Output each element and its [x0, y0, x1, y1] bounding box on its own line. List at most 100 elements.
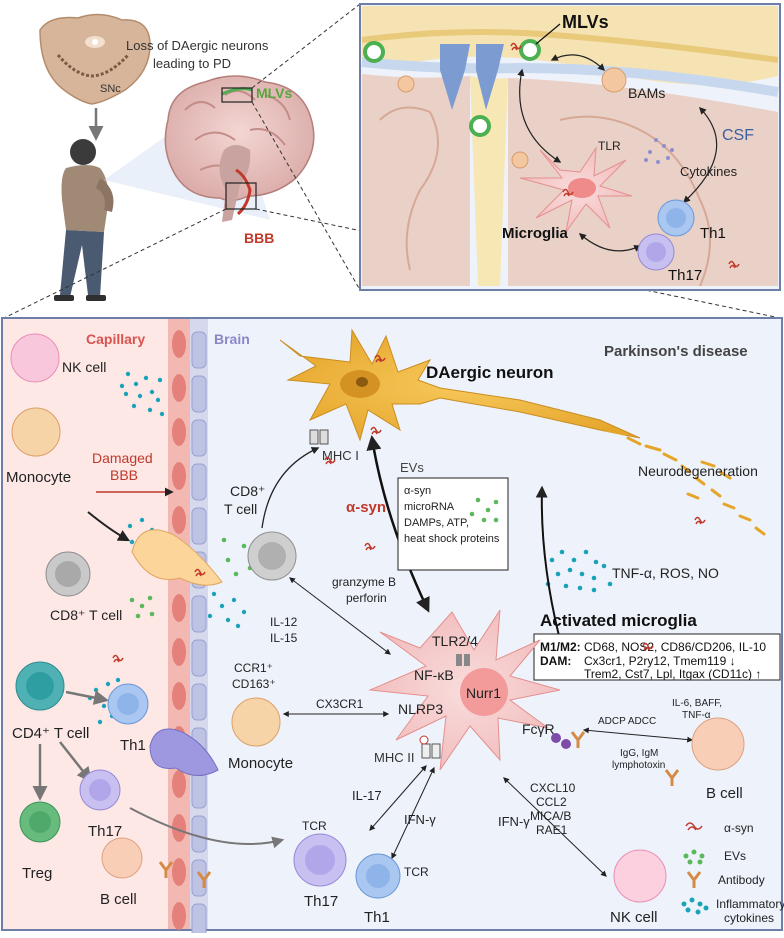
monocyte-capillary-label: Monocyte	[6, 469, 71, 486]
alpha-syn-label: α-syn	[346, 499, 386, 516]
cd4-t-cell-label: CD4⁺ T cell	[12, 725, 89, 742]
nfkb-label: NF-κB	[414, 667, 454, 683]
dot	[130, 598, 135, 603]
th17-capillary-nucleus	[89, 779, 111, 801]
astrocyte-endfoot	[192, 464, 206, 500]
bams-label: BAMs	[628, 85, 665, 101]
dot	[106, 682, 110, 686]
cd8-t-cell-capillary-label: CD8⁺ T cell	[50, 607, 122, 623]
astrocyte-endfoot	[192, 376, 206, 412]
brain-title: Brain	[214, 331, 250, 347]
nlrp3-label: NLRP3	[398, 701, 443, 717]
dot	[150, 390, 154, 394]
inset-th17-label: Th17	[668, 267, 702, 284]
nk-cell-brain	[614, 850, 666, 902]
evs-title: EVs	[400, 460, 424, 475]
dot	[486, 508, 491, 513]
neurodegeneration-label: Neurodegeneration	[638, 463, 758, 479]
dam-label: DAM:	[540, 654, 571, 668]
th17-capillary-label: Th17	[88, 823, 122, 840]
dot	[120, 384, 124, 388]
dot	[144, 376, 148, 380]
b-cell-capillary-label: B cell	[100, 891, 137, 908]
damaged-bbb-line2: BBB	[110, 467, 138, 483]
dot	[608, 582, 613, 587]
ifng-right-label: IFN-γ	[498, 814, 530, 829]
cxcl-1: CXCL10	[530, 781, 576, 795]
top-mlvs-label: MLVs	[256, 85, 293, 101]
dot	[572, 558, 577, 563]
th1-capillary-nucleus	[117, 693, 139, 715]
dot	[156, 398, 160, 402]
dam-text-2: Trem2, Cst7, Lpl, Itgax (CD11c) ↑	[584, 667, 761, 681]
m1m2-label: M1/M2:	[540, 640, 581, 654]
dot	[150, 612, 155, 617]
astrocyte-endfoot	[192, 904, 206, 933]
monocyte-brain	[232, 698, 280, 746]
dot	[220, 604, 224, 608]
inset-tlr-label: TLR	[598, 139, 621, 153]
dot	[242, 610, 246, 614]
evs-line-3: DAMPs, ATP,	[404, 517, 469, 529]
dot	[232, 598, 236, 602]
daergic-neuron-label: DAergic neuron	[426, 363, 554, 382]
dot	[134, 382, 138, 386]
il15-label: IL-15	[270, 631, 298, 645]
parkinson-patient-figure	[54, 139, 114, 301]
dot	[242, 544, 247, 549]
dot	[102, 704, 106, 708]
pd-caption-line2: leading to PD	[153, 56, 231, 71]
th1-brain-nucleus	[366, 864, 390, 888]
perforin-label: perforin	[346, 591, 387, 605]
dam-text-1: Cx3cr1, P2ry12, Tmem119 ↓	[584, 654, 736, 668]
dot	[132, 404, 136, 408]
endothelial-cell	[172, 858, 186, 886]
cx3cr1-label: CX3CR1	[316, 697, 364, 711]
dot	[594, 560, 599, 565]
legend-evs-label: EVs	[724, 849, 746, 863]
dot	[226, 558, 231, 563]
nk-cell-label: NK cell	[62, 359, 106, 375]
dot	[160, 412, 164, 416]
endothelial-cell	[172, 418, 186, 446]
snc-label: SNc	[100, 83, 121, 95]
b-cell-capillary	[102, 838, 142, 878]
tcr-left-label: TCR	[302, 819, 327, 833]
cd8-brain-line1: CD8⁺	[230, 483, 265, 499]
zoom-line-bbb-left	[4, 209, 226, 318]
fcyr-label: FcγR	[522, 721, 555, 737]
dot	[126, 372, 130, 376]
nurr1-label: Nurr1	[466, 685, 501, 701]
dot	[560, 550, 565, 555]
dot	[494, 500, 499, 505]
dot	[592, 588, 597, 593]
bam-cell-1	[398, 76, 414, 92]
legend-cytokines-line2: cytokines	[724, 911, 774, 925]
damaged-bbb-line1: Damaged	[92, 450, 153, 466]
dot	[236, 624, 240, 628]
inset-microglia-label: Microglia	[502, 225, 569, 242]
dot	[130, 540, 134, 544]
dot	[208, 614, 212, 618]
endothelial-cell	[172, 330, 186, 358]
igg-line1: IgG, IgM	[620, 748, 658, 759]
astrocyte-endfoot	[192, 596, 206, 632]
bam-cell-2	[512, 152, 528, 168]
dot	[234, 572, 239, 577]
legend-cytokines-line1: Inflammatory	[716, 897, 784, 911]
dot	[148, 596, 153, 601]
csf-label: CSF	[722, 127, 754, 144]
dot	[94, 688, 98, 692]
dot	[158, 378, 162, 382]
endothelial-cell	[172, 374, 186, 402]
pd-caption-line1: Loss of DAergic neurons	[126, 38, 269, 53]
endothelial-cell	[172, 506, 186, 534]
mhc-ii-label: MHC II	[374, 750, 414, 765]
inset-mlvs-label: MLVs	[562, 12, 609, 32]
cxcl-4: RAE1	[536, 823, 568, 837]
granzyme-label: granzyme B	[332, 575, 396, 589]
cxcl-3: MICA/B	[530, 809, 571, 823]
evs-line-2: microRNA	[404, 501, 455, 513]
